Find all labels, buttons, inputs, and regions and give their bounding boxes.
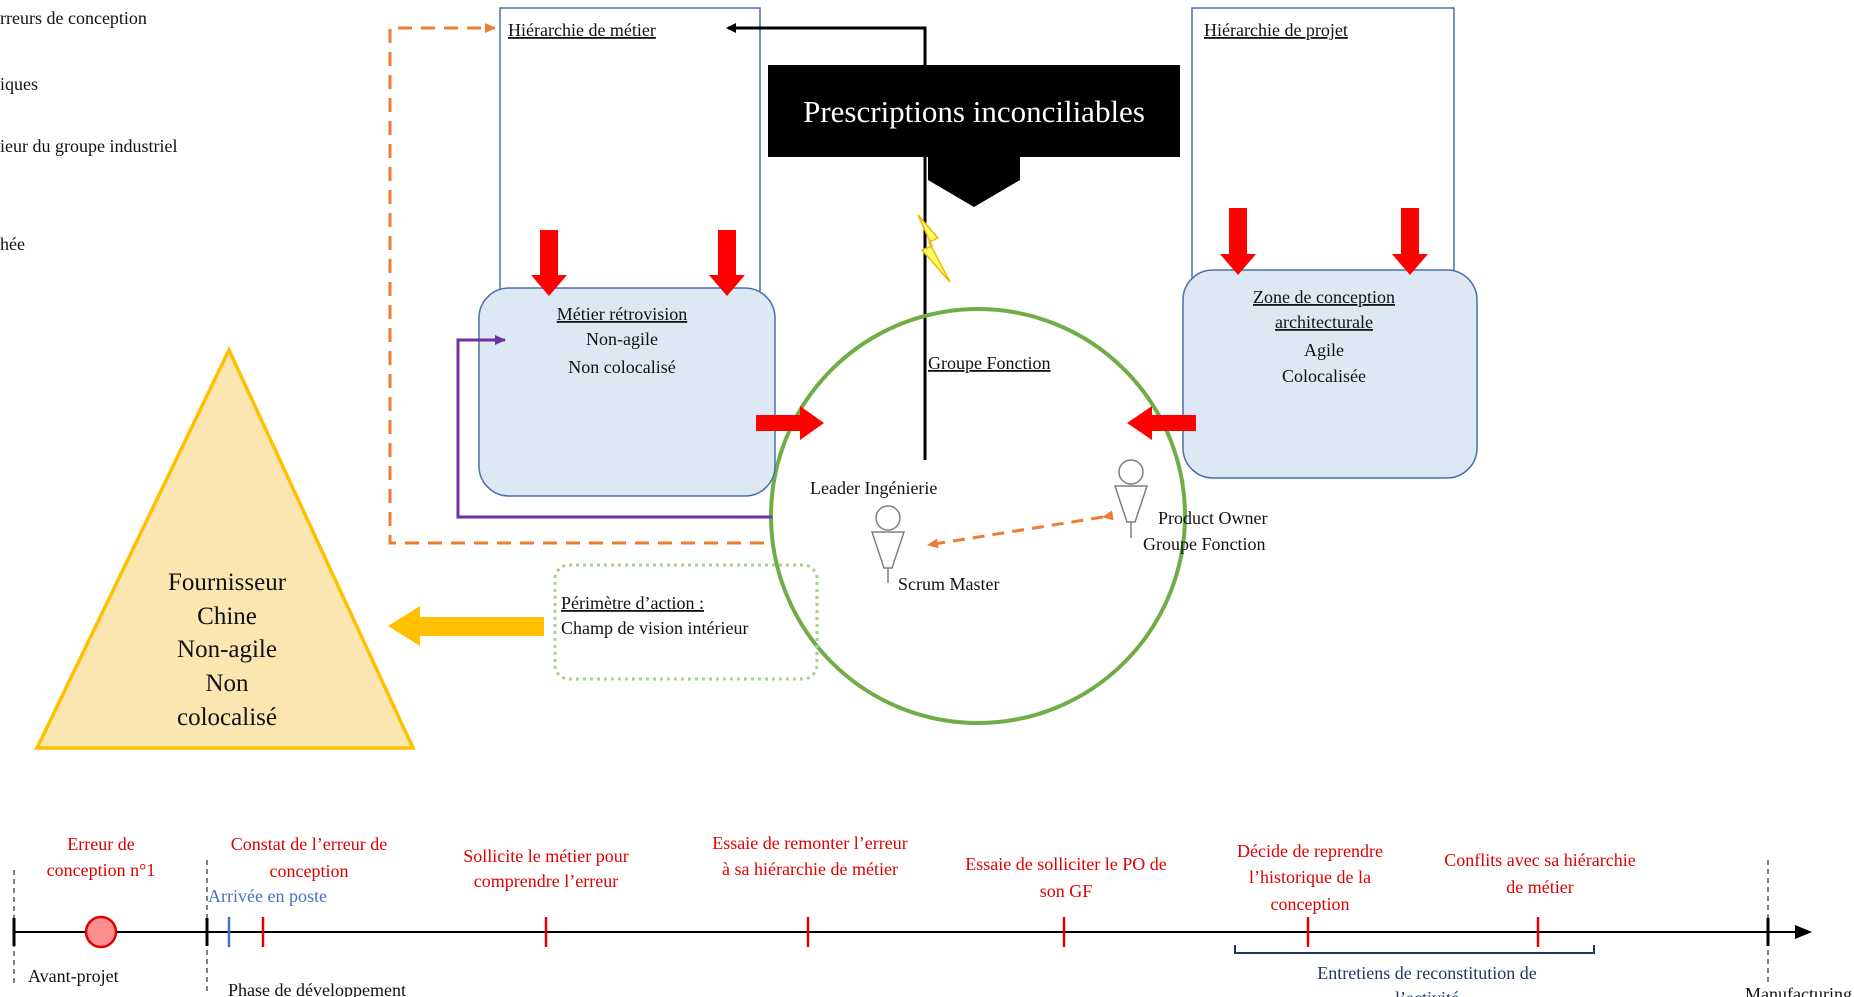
fournisseur-line3: Non-agile [177,636,277,663]
yellow-left-arrow-icon [388,606,544,646]
zone-conception-line2: Colocalisée [1282,366,1366,386]
event-3-line1: Sollicite le métier pour [463,846,628,866]
down-arrow-icon [928,157,1020,207]
metier-retrovision-box: Métier rétrovision Non-agile Non colocal… [478,287,776,497]
left-text-2: iques [0,74,38,94]
left-text-3: ieur du groupe industriel [0,136,177,156]
red-down-arrow-icon [1392,208,1428,275]
leader-person-icon [870,505,906,583]
event-7-line1: Conflits avec sa hiérarchie [1444,850,1635,870]
red-down-arrow-icon [1220,208,1256,275]
prescriptions-label: Prescriptions inconciliables [803,94,1145,129]
fournisseur-line1: Fournisseur [168,569,287,596]
zone-conception-title-1: Zone de conception [1253,287,1395,307]
event-5-line2: son GF [1040,881,1093,901]
timeline: Erreur de conception n°1 Constat de l’er… [12,833,1852,997]
event-3-line2: comprendre l’erreur [474,871,618,891]
event-2-line2: conception [270,861,349,881]
fournisseur-triangle: Fournisseur Chine Non-agile Non colocali… [34,345,416,750]
product-owner-person-icon [1113,459,1149,538]
lightning-icon [917,214,951,283]
event-4-line1: Essaie de remonter l’erreur [712,833,907,853]
perimetre-line1: Champ de vision intérieur [561,618,748,638]
zone-conception-title-2: architecturale [1275,312,1373,332]
fournisseur-line4: Non [205,670,249,697]
hierarchie-metier-title: Hiérarchie de métier [508,20,656,40]
red-pressure-arrows [531,208,1428,440]
leader-label: Leader Ingénierie [810,478,937,498]
entretiens-line1: Entretiens de reconstitution de [1317,963,1536,983]
purple-connector [456,335,772,519]
po-label-2: Groupe Fonction [1143,534,1265,554]
event-6-line1: Décide de reprendre [1237,841,1383,861]
fournisseur-line5: colocalisé [177,704,277,731]
zone-conception-box: Zone de conception architecturale Agile … [1182,269,1478,479]
prescriptions-banner: Prescriptions inconciliables [768,65,1180,207]
event-6-line2: l’historique de la [1249,867,1371,887]
scrum-master-label: Scrum Master [898,574,999,594]
zone-conception-line1: Agile [1304,340,1344,360]
metier-retrovision-line1: Non-agile [586,329,658,349]
groupe-fonction-title: Groupe Fonction [928,353,1050,373]
phase-avant-projet: Avant-projet [28,966,119,986]
left-text-1: rreurs de conception [0,8,147,28]
timeline-arrowhead-icon [1795,925,1812,939]
red-down-arrow-icon [531,230,567,296]
event-6-line3: conception [1271,894,1350,914]
fournisseur-line2: Chine [197,603,257,630]
event-5-line1: Essaie de solliciter le PO de [965,854,1166,874]
perimetre-box: Périmètre d’action : Champ de vision int… [553,563,819,681]
phase-manufacturing: Manufacturing [1745,984,1852,997]
phase-developpement: Phase de développement [228,980,406,997]
arrivee-label: Arrivée en poste [208,886,327,906]
event-2-line1: Constat de l’erreur de [231,834,387,854]
metier-retrovision-line2: Non colocalisé [568,357,675,377]
perimetre-title: Périmètre d’action : [561,593,704,613]
event-4-line2: à sa hiérarchie de métier [722,859,898,879]
event-1-line2: conception n°1 [47,860,156,880]
first-error-marker [84,915,118,949]
red-left-arrow-icon [1127,406,1196,440]
red-right-arrow-icon [756,406,824,440]
entretiens-bracket [1234,945,1595,954]
dashed-loop-arrow [388,23,764,545]
left-text-4: hée [0,234,25,254]
leader-po-exchange-arrow [927,510,1114,549]
red-down-arrow-icon [709,230,745,296]
event-7-line2: de métier [1506,877,1573,897]
event-1-line1: Erreur de [67,834,134,854]
entretiens-line2: l’activité [1395,988,1459,997]
hierarchie-projet-title: Hiérarchie de projet [1204,20,1348,40]
po-label-1: Product Owner [1158,508,1267,528]
left-cut-text: rreurs de conception iques ieur du group… [0,8,177,254]
metier-retrovision-title: Métier rétrovision [557,304,687,324]
